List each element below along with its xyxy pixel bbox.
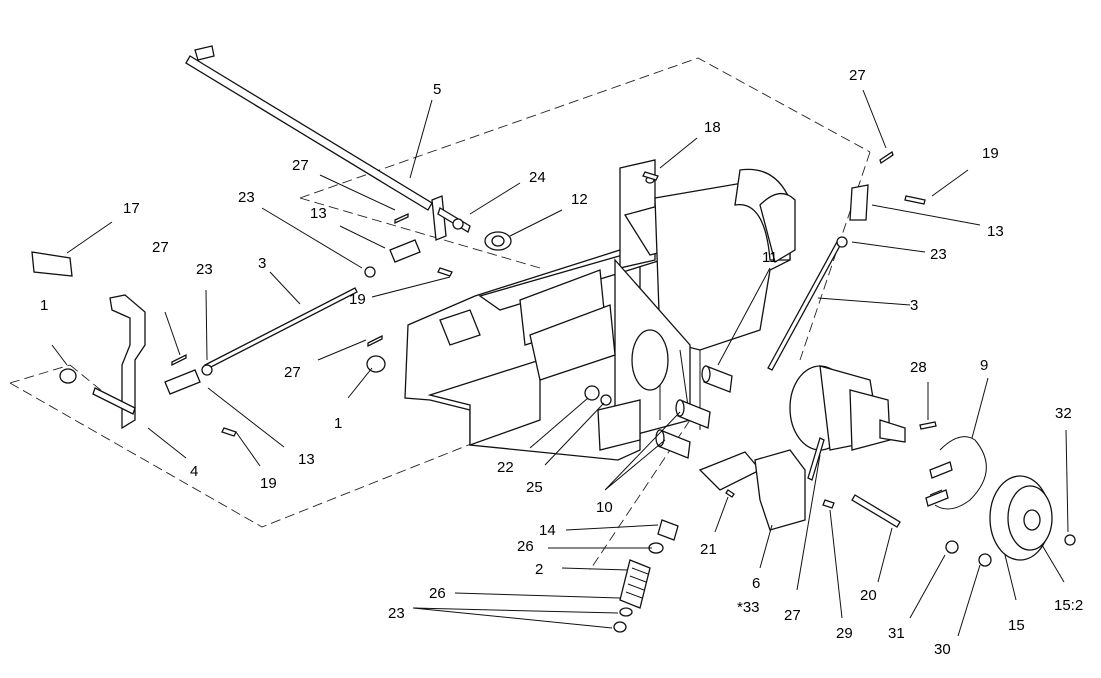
callout-27-left: 27 bbox=[152, 239, 169, 256]
callout-22: 22 bbox=[497, 459, 514, 476]
callout-26-lower: 26 bbox=[429, 585, 446, 602]
callout-6: 6 bbox=[752, 575, 760, 592]
callout-3-left: 3 bbox=[258, 255, 266, 272]
callout-23-bottom: 23 bbox=[388, 605, 405, 622]
leader-lines bbox=[51, 89, 1069, 637]
callout-15: 15 bbox=[1008, 617, 1025, 634]
callout-31: 31 bbox=[888, 625, 905, 642]
wheel-hub bbox=[945, 475, 1076, 567]
callout-23-upper-left: 23 bbox=[238, 189, 255, 206]
callout-13-right: 13 bbox=[987, 223, 1004, 240]
callout-10: 10 bbox=[596, 499, 613, 516]
callout-1-left: 1 bbox=[40, 297, 48, 314]
callout-27-top-left: 27 bbox=[292, 157, 309, 174]
callout-30: 30 bbox=[934, 641, 951, 658]
callout-15-2: 15:2 bbox=[1054, 597, 1083, 614]
callout-29: 29 bbox=[836, 625, 853, 642]
callout-25: 25 bbox=[526, 479, 543, 496]
callout-27-bottom: 27 bbox=[784, 607, 801, 624]
callout-13-upper-left: 13 bbox=[310, 205, 327, 222]
callout-21: 21 bbox=[700, 541, 717, 558]
shift-rod bbox=[185, 45, 471, 241]
spring-stack bbox=[613, 519, 679, 633]
flange-bushing bbox=[452, 218, 512, 251]
callout-32: 32 bbox=[1055, 405, 1072, 422]
small-hardware bbox=[59, 176, 655, 406]
callout-23-left: 23 bbox=[196, 261, 213, 278]
callout-26-upper: 26 bbox=[517, 538, 534, 555]
callout-33: *33 bbox=[737, 599, 760, 616]
pedal-assembly bbox=[31, 251, 146, 430]
callout-12: 12 bbox=[571, 191, 588, 208]
callout-3-right: 3 bbox=[910, 297, 918, 314]
callout-17: 17 bbox=[123, 200, 140, 217]
callout-5: 5 bbox=[433, 81, 441, 98]
callout-1-center: 1 bbox=[334, 415, 342, 432]
callout-27-center: 27 bbox=[284, 364, 301, 381]
callout-13-lower-left: 13 bbox=[298, 451, 315, 468]
main-frame bbox=[404, 159, 796, 461]
pivot-pins bbox=[655, 365, 733, 459]
callout-18: 18 bbox=[704, 119, 721, 136]
callout-9: 9 bbox=[980, 357, 988, 374]
callout-19-right: 19 bbox=[982, 145, 999, 162]
callout-20: 20 bbox=[860, 587, 877, 604]
callout-19-left: 19 bbox=[260, 475, 277, 492]
callout-labels: 1 1 2 3 3 4 5 6 *33 9 10 11 12 13 13 13 … bbox=[40, 67, 1083, 658]
callout-23-right: 23 bbox=[930, 246, 947, 263]
brake-band bbox=[925, 436, 987, 510]
callout-14: 14 bbox=[539, 522, 556, 539]
callout-28: 28 bbox=[910, 359, 927, 376]
callout-11: 11 bbox=[762, 249, 778, 266]
drum-motor bbox=[789, 365, 937, 451]
callout-27-top-right: 27 bbox=[849, 67, 866, 84]
callout-24: 24 bbox=[529, 169, 546, 186]
right-linkage bbox=[767, 150, 926, 371]
brake-bracket bbox=[698, 437, 901, 531]
callout-19-center: 19 bbox=[349, 291, 366, 308]
callout-4: 4 bbox=[190, 463, 198, 480]
left-linkage bbox=[164, 171, 659, 437]
callout-2: 2 bbox=[535, 561, 543, 578]
